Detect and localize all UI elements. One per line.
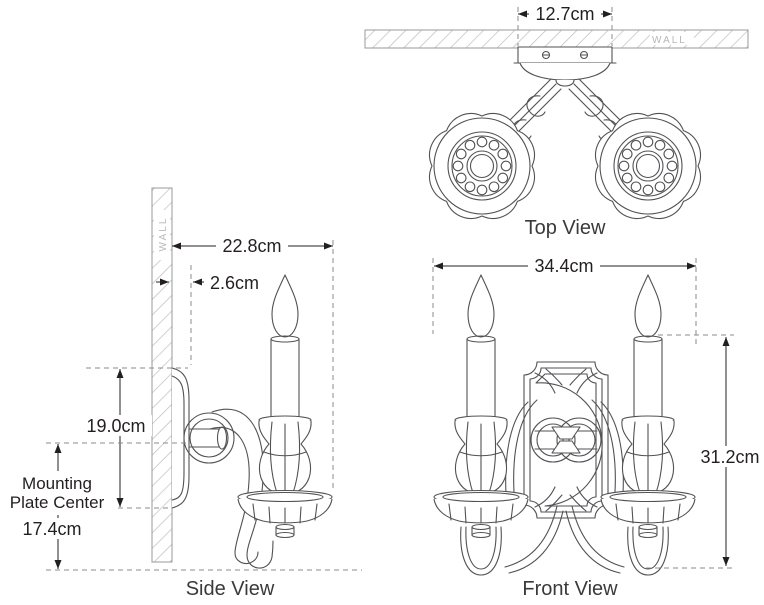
note-text-bg <box>2 471 114 515</box>
bobeche-top-right <box>595 113 701 219</box>
dim-text-bg <box>528 255 600 276</box>
corner-ornaments <box>534 368 598 512</box>
s-arm-side <box>209 408 274 569</box>
top-view: WALL 12.7cm <box>364 3 749 239</box>
bobeche-top-left <box>429 113 535 219</box>
dim-front-width: 34.4cm <box>534 256 593 276</box>
dim-canopy-width: 12.7cm <box>535 4 594 24</box>
wall-label-bg <box>154 210 170 260</box>
wall-label-top: WALL <box>652 35 687 46</box>
canopy <box>513 46 617 87</box>
backplate-side <box>171 367 190 509</box>
dim-text-bg <box>216 235 288 256</box>
dim-text-bg <box>529 3 601 24</box>
side-view-label: Side View <box>186 578 275 600</box>
backplate-front <box>523 361 609 519</box>
dim-text-bg <box>694 446 764 467</box>
mounting-note-line2: Plate Center <box>10 493 105 512</box>
dim-front-height: 31.2cm <box>700 447 759 467</box>
wall-label-side: WALL <box>158 217 169 252</box>
dim-text-bg <box>80 415 152 436</box>
front-view: 34.4cm 31.2cm Front View <box>432 255 764 600</box>
side-view: WALL 22.8cm 2.6cm 19.0cm <box>2 187 362 600</box>
center-scroll-loops <box>530 417 602 463</box>
dim-center-to-bottom: 17.4cm <box>22 519 81 539</box>
top-view-label: Top View <box>525 217 606 239</box>
mounting-note-line1: Mounting <box>22 474 92 493</box>
wall-label-bg <box>650 32 694 45</box>
dim-backplate-height: 19.0cm <box>86 416 145 436</box>
front-view-label: Front View <box>522 578 618 600</box>
dim-backplate-offset: 2.6cm <box>210 273 259 293</box>
scroll-ornaments <box>512 95 618 141</box>
candle-side <box>237 274 333 539</box>
wall-ring <box>183 412 235 464</box>
dim-extension-depth: 22.8cm <box>222 236 281 256</box>
dim-text-bg <box>16 518 88 539</box>
